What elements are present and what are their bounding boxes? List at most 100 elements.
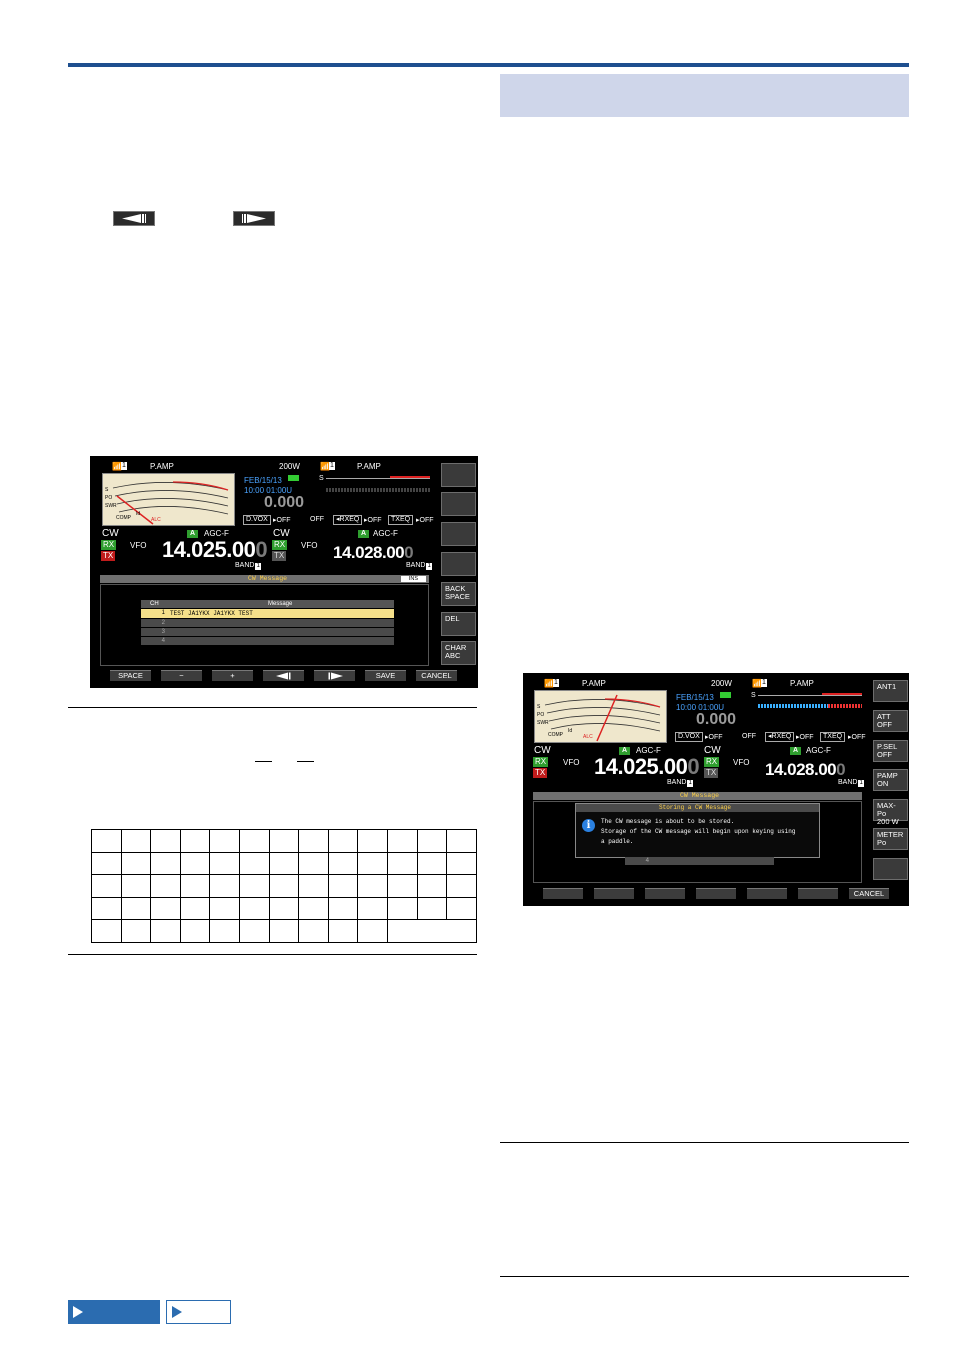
cancel-button[interactable]: CANCEL: [416, 670, 457, 681]
list-item[interactable]: [141, 609, 394, 618]
list-item[interactable]: [141, 628, 394, 636]
txeq-value: ▸OFF: [848, 734, 866, 741]
ant-button[interactable]: ANT1: [873, 680, 908, 702]
cursor-left-icon: [122, 214, 146, 223]
panel-title-bar: [100, 575, 429, 583]
list-header: [141, 600, 394, 608]
soft-key-2[interactable]: [594, 888, 634, 899]
pamp-label: P.AMP: [150, 462, 174, 471]
vfo-label-b: VFO: [301, 541, 318, 550]
mode-a: CW: [102, 528, 119, 539]
a-indicator-b: A: [358, 530, 369, 538]
divider: [500, 1276, 909, 1277]
cancel-button[interactable]: CANCEL: [849, 888, 889, 899]
side-key-2[interactable]: [441, 492, 476, 516]
s-meter-scale: [758, 695, 862, 696]
panel-title: CW Message: [680, 792, 720, 799]
cursor-right-button[interactable]: [314, 670, 355, 681]
section-header-band: [500, 74, 909, 117]
max-po-button[interactable]: MAX-Po 200 W: [873, 799, 908, 826]
save-button[interactable]: SAVE: [365, 670, 406, 681]
tx-indicator-b: TX: [704, 768, 719, 778]
plus-button[interactable]: +: [212, 670, 253, 681]
txeq-value: ▸OFF: [416, 517, 434, 524]
side-key-4[interactable]: [441, 552, 476, 576]
delete-button[interactable]: DEL: [441, 612, 476, 636]
vfo-label-a: VFO: [563, 758, 580, 767]
s-meter-label: S: [319, 475, 324, 482]
cursor-right-icon: [242, 214, 266, 223]
divider: [68, 707, 477, 708]
antenna-icon: 📶: [544, 679, 554, 688]
rx-indicator-a: RX: [101, 540, 117, 550]
pamp-label-sub: P.AMP: [790, 679, 814, 688]
cursor-left-icon: [275, 672, 290, 680]
clock: 10:00 01:00U: [244, 486, 293, 495]
soft-key-4[interactable]: [696, 888, 736, 899]
analog-meter: S PO SWR COMP Id ALC: [534, 690, 667, 743]
list-item[interactable]: [141, 637, 394, 645]
soft-key-3[interactable]: [645, 888, 685, 899]
dialog-title-bar: [576, 804, 819, 812]
analog-meter: S PO SWR COMP Id ALC: [102, 473, 235, 526]
dvox-label: D.VOX: [243, 515, 271, 525]
cursor-left-key: [113, 211, 155, 226]
row-ch: 3: [161, 629, 165, 635]
side-key-7[interactable]: [873, 858, 908, 880]
col-message: Message: [268, 601, 293, 607]
info-icon: i: [582, 819, 595, 832]
antenna-icon-sub: 📶: [320, 462, 330, 471]
tx-indicator-b: TX: [272, 551, 287, 561]
cursor-left-button[interactable]: [263, 670, 304, 681]
rit-offset: 0.000: [696, 711, 737, 728]
radio-screen-cw-message: 📶 1 P.AMP 200W S PO SWR COMP Id ALC FEB/…: [90, 456, 478, 688]
backspace-button[interactable]: BACK SPACE: [441, 582, 476, 606]
meter-button[interactable]: METER Po: [873, 828, 908, 850]
s-meter-bar: [326, 488, 430, 492]
mode-b: CW: [704, 745, 721, 756]
rxeq-label: ◂RXEQ: [765, 732, 795, 742]
agc-a: AGC-F: [636, 746, 661, 755]
psel-button[interactable]: P.SEL OFF: [873, 740, 908, 762]
rxeq-value: ▸OFF: [796, 734, 814, 741]
frequency-b: 14.028.000: [765, 760, 846, 779]
antenna-number-sub: 1: [329, 462, 335, 470]
space-button[interactable]: SPACE: [110, 670, 151, 681]
side-key-1[interactable]: [441, 463, 476, 487]
tx-indicator-a: TX: [101, 551, 116, 561]
soft-key-1[interactable]: [543, 888, 583, 899]
char-abc-button[interactable]: CHAR ABC: [441, 641, 476, 665]
divider: [68, 954, 477, 955]
soft-key-6[interactable]: [798, 888, 838, 899]
side-key-3[interactable]: [441, 522, 476, 546]
pamp-button[interactable]: PAMP ON: [873, 769, 908, 791]
minus-button[interactable]: −: [161, 670, 202, 681]
row-ch: 2: [161, 620, 165, 626]
nav-back-button[interactable]: [68, 1300, 160, 1324]
off-label: OFF: [310, 516, 324, 523]
panel-title-bar: [533, 792, 862, 800]
row-message: TEST JA1YKX JA1YKX TEST: [170, 610, 253, 617]
date: FEB/15/13: [676, 693, 714, 702]
row-ch: 4: [645, 858, 649, 864]
underline-mark: [297, 761, 314, 762]
s-meter-bar-red: [828, 704, 862, 708]
nav-forward-button[interactable]: [166, 1300, 231, 1324]
dvox-value: ▸OFF: [273, 517, 291, 524]
soft-key-5[interactable]: [747, 888, 787, 899]
row-ch: 1: [141, 609, 165, 618]
play-icon: [172, 1306, 182, 1318]
vfo-label-a: VFO: [130, 541, 147, 550]
att-button[interactable]: ATT OFF: [873, 710, 908, 732]
antenna-number: 1: [553, 679, 559, 687]
date: FEB/15/13: [244, 476, 282, 485]
clock: 10:00 01:00U: [676, 703, 725, 712]
antenna-icon-sub: 📶: [752, 679, 762, 688]
row-ch: 4: [161, 638, 165, 644]
rx-indicator-b: RX: [272, 540, 288, 550]
list-item[interactable]: [141, 619, 394, 627]
agc-b: AGC-F: [373, 529, 398, 538]
